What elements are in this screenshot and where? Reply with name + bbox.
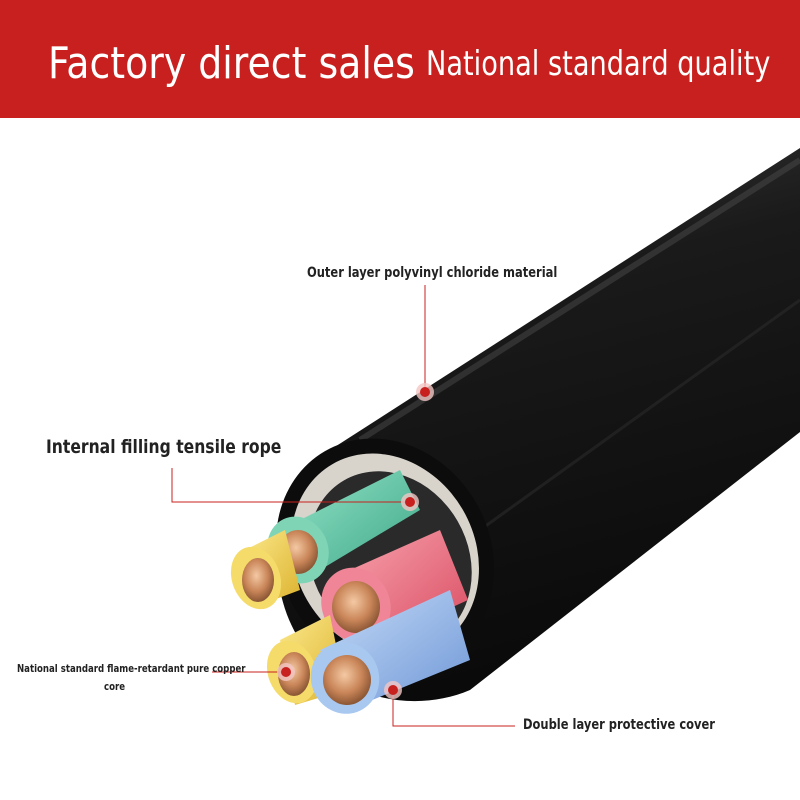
promo-banner: Factory direct sales National standard q… bbox=[0, 0, 800, 118]
copper-core-label-line1: National standard flame-retardant pure c… bbox=[17, 662, 246, 675]
copper-core-label-line2: core bbox=[103, 680, 126, 693]
factory-direct-sales-heading: Factory direct sales bbox=[48, 38, 415, 89]
inner-cores bbox=[230, 470, 470, 714]
filling-rope-leader bbox=[171, 468, 408, 503]
filling-rope-label: Internal filling tensile rope bbox=[46, 436, 282, 458]
marker-dots bbox=[277, 383, 434, 699]
national-standard-quality-heading: National standard quality bbox=[426, 44, 771, 84]
protective-cover-leader bbox=[392, 690, 515, 727]
protective-cover-label: Double layer protective cover bbox=[523, 717, 715, 733]
outer-layer-label: Outer layer polyvinyl chloride material bbox=[307, 265, 558, 281]
leader-lines bbox=[171, 285, 515, 727]
copper-core-label: National standard flame-retardant pure c… bbox=[17, 660, 246, 696]
